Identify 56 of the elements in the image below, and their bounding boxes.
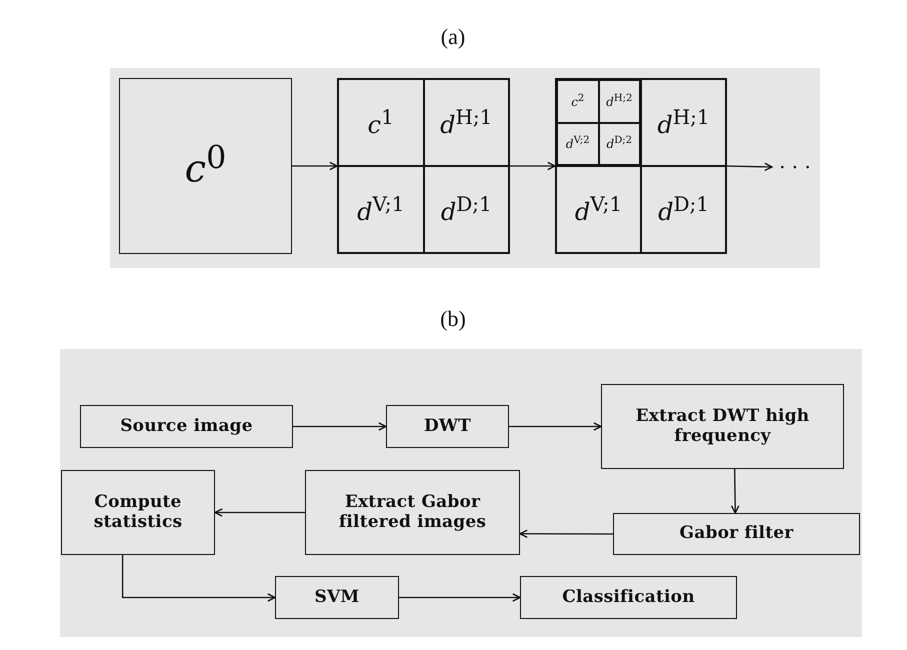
ellipsis-text: · · ·: [772, 154, 818, 180]
step-label: Extract DWT high frequency: [634, 406, 810, 446]
arrow: [293, 422, 387, 431]
process-box: [613, 513, 860, 555]
arrow: [509, 422, 602, 431]
panel-label: (b): [440, 306, 466, 332]
arrow: [726, 162, 773, 172]
coefficient-label: c$^{1}$: [368, 106, 394, 140]
step-label: SVM: [314, 588, 360, 608]
panel-label: (a): [440, 24, 466, 50]
process-box: [275, 576, 399, 619]
step-label: Compute statistics: [92, 492, 184, 532]
coefficient-label: d$^{D;1}$: [658, 192, 709, 226]
coefficient-grid: [337, 78, 510, 254]
grid-cell: [338, 166, 424, 253]
step-label: DWT: [424, 416, 472, 436]
process-box: [305, 470, 520, 555]
arrow: [510, 162, 556, 170]
grid-cell: [557, 122, 598, 165]
grid-cell: [338, 79, 424, 166]
step-label: Extract Gabor filtered images: [338, 492, 488, 532]
coefficient-label: c$^{2}$: [571, 92, 584, 110]
grid-cell: [424, 79, 509, 166]
grid-cell: [556, 166, 641, 253]
grid-cell: [641, 166, 726, 253]
coefficient-label: d$^{V;1}$: [574, 192, 622, 226]
arrow: [519, 530, 613, 538]
coefficient-grid: [556, 79, 641, 166]
grid-cell: [598, 80, 640, 122]
arrow: [399, 593, 521, 602]
process-box: [520, 576, 737, 619]
arrow: [730, 469, 740, 514]
coefficient-label: d$^{V;2}$: [566, 135, 590, 152]
coefficient-label: d$^{D;1}$: [440, 192, 492, 226]
coefficient-label: d$^{D;2}$: [606, 135, 632, 152]
coefficient-label: d$^{V;1}$: [357, 192, 404, 226]
coefficient-square: [119, 78, 292, 254]
coefficient-grid: [555, 78, 727, 254]
step-label: Classification: [562, 588, 695, 608]
arrow: [214, 508, 305, 517]
coefficient-label: d$^{H;1}$: [657, 106, 710, 140]
process-box: [61, 470, 215, 555]
arrow: [292, 162, 338, 170]
process-box: [601, 384, 844, 469]
coefficient-label: d$^{H;2}$: [606, 92, 632, 110]
grid-cell: [598, 122, 640, 165]
coefficient-label: c$^{0}$: [184, 140, 226, 192]
grid-cell: [641, 79, 726, 166]
grid-cell: [557, 80, 598, 122]
arrow: [122, 555, 276, 602]
process-box: [386, 405, 509, 448]
process-box: [80, 405, 293, 448]
coefficient-label: d$^{H;1}$: [440, 106, 492, 140]
grid-cell: [424, 166, 509, 253]
step-label: Source image: [120, 416, 253, 436]
step-label: Gabor filter: [680, 524, 794, 544]
